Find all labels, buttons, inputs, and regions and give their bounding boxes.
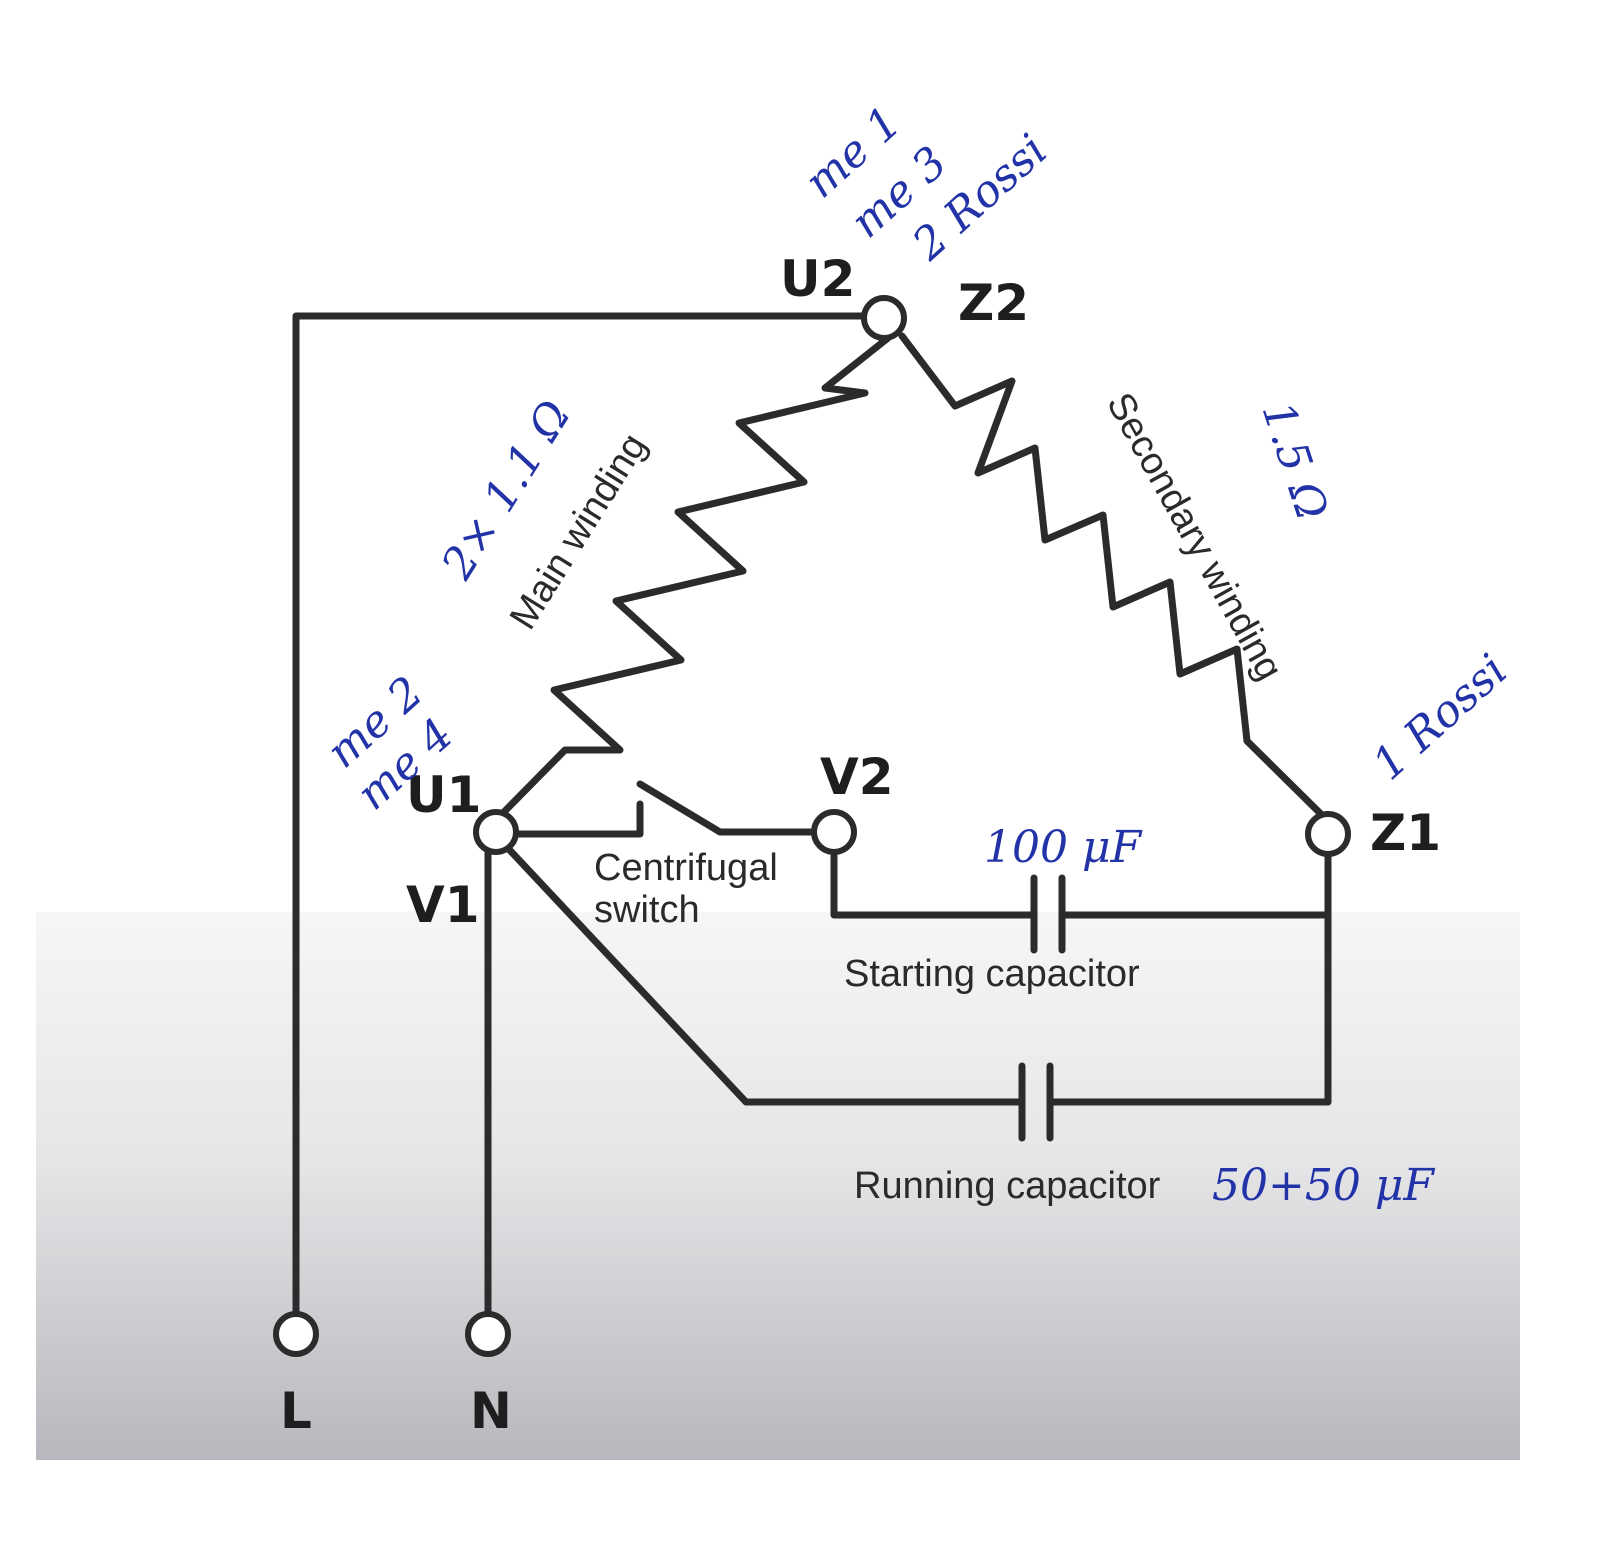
- background-panel: [36, 912, 1520, 1460]
- label-v1: V1: [406, 876, 480, 934]
- main-winding: [496, 334, 892, 820]
- centrifugal-switch: [508, 800, 644, 838]
- note-running-capacitor-value: 50+50 μF: [1212, 1160, 1435, 1211]
- label-n: N: [470, 1382, 512, 1440]
- label-running-capacitor: Running capacitor: [854, 1165, 1161, 1207]
- terminal-u2-z2: [861, 295, 907, 341]
- terminal-u1-v1: [473, 809, 519, 855]
- label-l: L: [280, 1382, 312, 1440]
- note-z1: 1 Rossi: [1363, 645, 1517, 791]
- label-z2: Z2: [958, 274, 1029, 332]
- label-u2: U2: [780, 250, 855, 308]
- note-secondary-winding-resistance: 1.5 Ω: [1252, 396, 1338, 526]
- terminal-l: [273, 1311, 319, 1357]
- terminal-n: [465, 1311, 511, 1357]
- line-l-wire: [292, 312, 868, 1328]
- label-centrifugal-switch-line2: switch: [594, 889, 700, 931]
- running-capacitor-wire-right: [1050, 911, 1332, 1106]
- centrifugal-switch-blade: [636, 780, 724, 836]
- secondary-winding: [898, 332, 1330, 823]
- label-v2: V2: [820, 748, 894, 806]
- running-capacitor-wire-left: [500, 840, 1022, 1106]
- terminal-z1: [1305, 811, 1351, 857]
- note-starting-capacitor-value: 100 μF: [984, 822, 1143, 873]
- starting-capacitor-wire-left: [830, 852, 1034, 919]
- label-u1: U1: [406, 766, 481, 824]
- label-z1: Z1: [1370, 804, 1441, 862]
- terminal-v2: [811, 809, 857, 855]
- label-starting-capacitor: Starting capacitor: [844, 953, 1140, 995]
- label-centrifugal-switch-line1: Centrifugal: [594, 847, 778, 889]
